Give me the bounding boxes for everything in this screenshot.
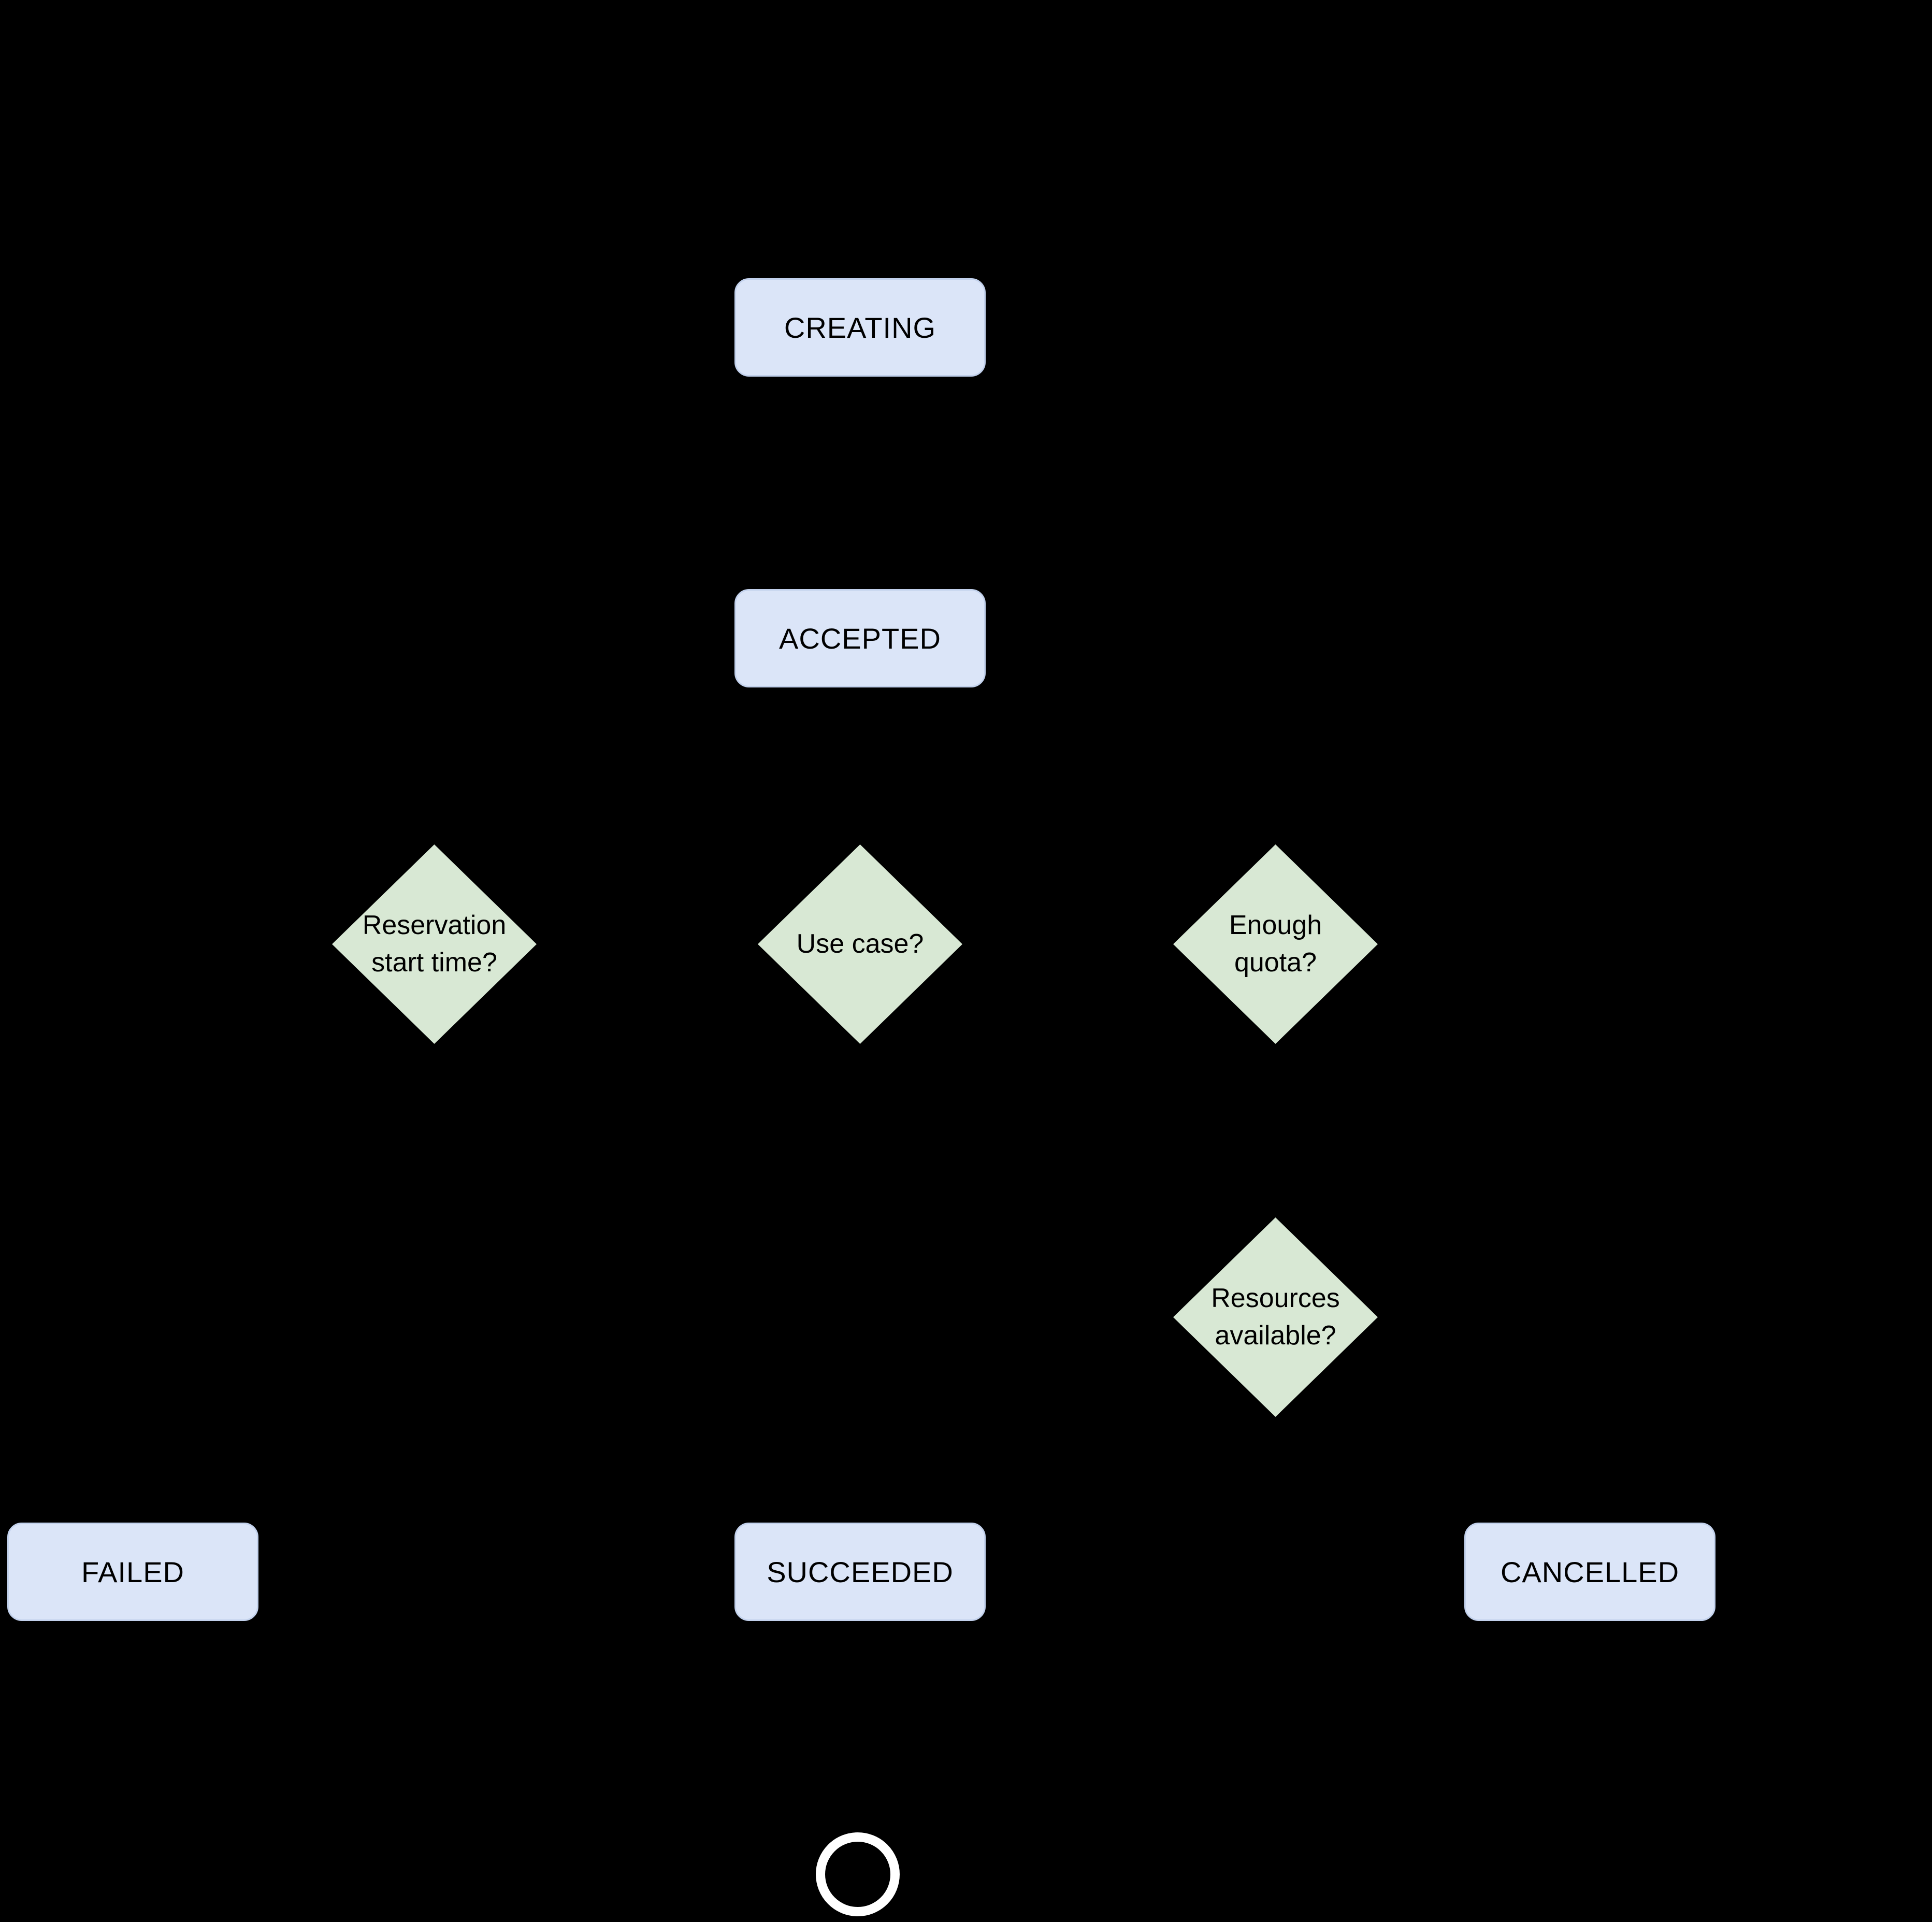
decision-diamond-resources-available: Resources available? bbox=[1173, 1217, 1378, 1417]
decision-label-reservation-start-time: Reservation start time? bbox=[362, 910, 507, 978]
decision-label-resources-available: Resources available? bbox=[1211, 1283, 1340, 1351]
decision-label-enough-quota: Enough quota? bbox=[1229, 910, 1322, 978]
state-box-cancelled: CANCELLED bbox=[1464, 1523, 1715, 1621]
decision-diamond-use-case: Use case? bbox=[758, 844, 962, 1044]
state-label-creating: CREATING bbox=[784, 311, 936, 344]
state-box-accepted: ACCEPTED bbox=[734, 589, 986, 687]
state-label-failed: FAILED bbox=[81, 1555, 184, 1588]
state-box-failed: FAILED bbox=[7, 1523, 258, 1621]
decision-label-use-case: Use case? bbox=[796, 928, 924, 959]
state-box-creating: CREATING bbox=[734, 278, 986, 377]
state-label-accepted: ACCEPTED bbox=[779, 622, 941, 655]
state-label-cancelled: CANCELLED bbox=[1500, 1555, 1680, 1588]
final-state-circle-icon bbox=[816, 1832, 900, 1916]
state-box-succeeded: SUCCEEDED bbox=[734, 1523, 986, 1621]
decision-diamond-enough-quota: Enough quota? bbox=[1173, 844, 1378, 1044]
decision-diamond-reservation-start-time: Reservation start time? bbox=[332, 844, 537, 1044]
state-label-succeeded: SUCCEEDED bbox=[767, 1555, 954, 1588]
